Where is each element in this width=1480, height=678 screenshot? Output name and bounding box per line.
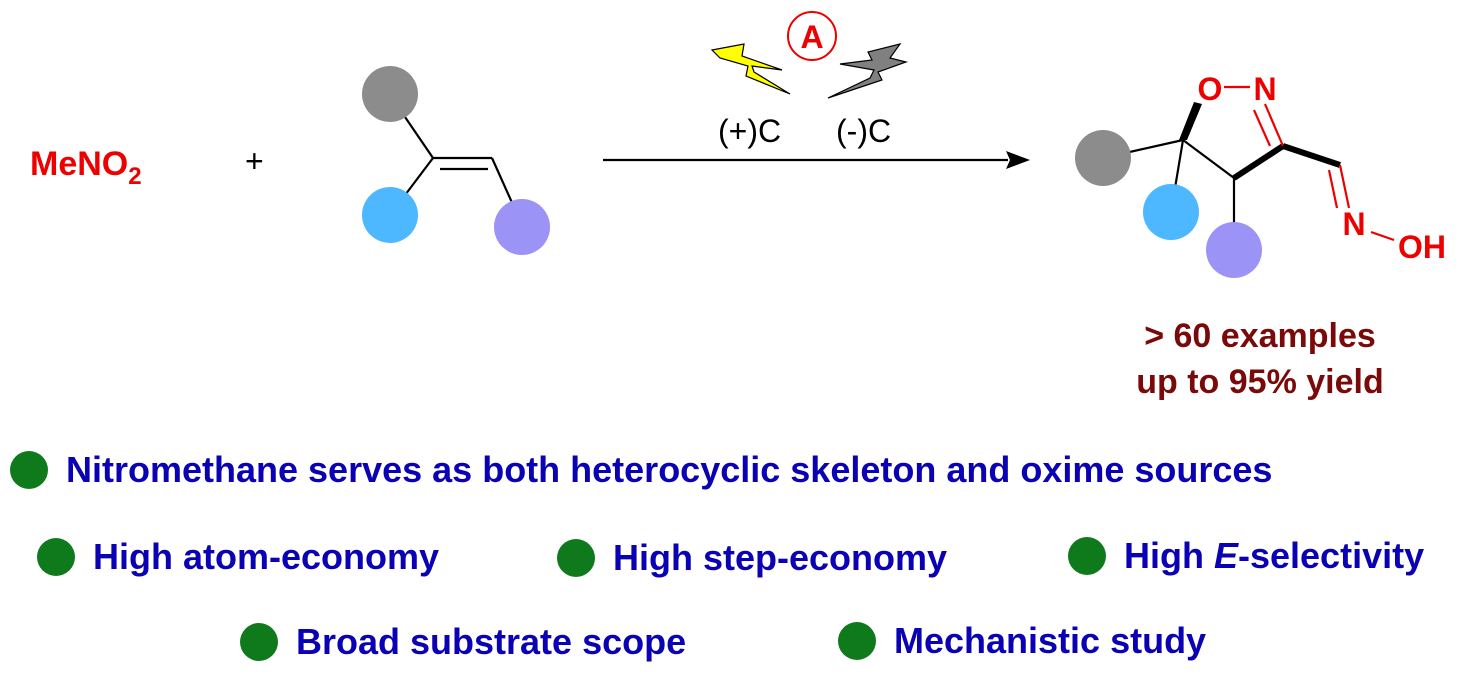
bold-bond-c3-ch (1282, 143, 1341, 168)
double-bond-ch-n-outer (1338, 164, 1351, 209)
green-bullet-icon (557, 539, 595, 577)
atom-oxime-nitrogen: N (1342, 206, 1365, 242)
electricity-badge-icon (787, 11, 837, 61)
cathode-label: (-)C (836, 113, 891, 149)
feature-text: High atom-economy (93, 536, 440, 577)
feature-text: Nitromethane serves as both heterocyclic… (66, 449, 1273, 490)
green-bullet-icon (838, 622, 876, 660)
bold-bond-c4-c3 (1232, 143, 1285, 181)
substituent-purple (494, 199, 550, 255)
product-substituent-purple (1206, 222, 1262, 278)
feature-mechanistic-study: Mechanistic study (838, 620, 1206, 662)
feature-text: Broad substrate scope (296, 621, 687, 662)
green-bullet-icon (1068, 537, 1106, 575)
feature-atom-economy: High atom-economy (37, 536, 439, 578)
atom-ring-nitrogen: N (1253, 71, 1276, 107)
reaction-conditions: A (+)C (-)C (603, 11, 1030, 169)
product-substituent-grey (1075, 130, 1131, 186)
feature-text: Mechanistic study (894, 620, 1207, 661)
reaction-scheme: MeNO2 + A (+)C (-)C (30, 11, 1446, 401)
lightning-bolt-grey-icon (827, 43, 909, 99)
double-bond-n-c3-outer (1263, 103, 1285, 147)
plus-sign: + (245, 143, 264, 179)
feature-nitromethane-dual-role: Nitromethane serves as both heterocyclic… (10, 449, 1272, 491)
feature-substrate-scope: Broad substrate scope (240, 621, 686, 663)
double-bond-n-c3-inner (1252, 109, 1272, 147)
lightning-bolt-yellow-icon (710, 43, 791, 95)
bond-c5-c4 (1182, 139, 1235, 179)
wedge-bond-c5-o (1179, 102, 1202, 140)
substituent-cyan (362, 187, 418, 243)
atom-ring-oxygen: O (1198, 71, 1223, 107)
feature-text: High step-economy (613, 537, 948, 578)
bond-n-oh (1370, 230, 1395, 242)
feature-step-economy: High step-economy (557, 537, 947, 579)
result-yield: up to 95% yield (1136, 363, 1384, 401)
feature-e-selectivity: High E-selectivity (1068, 535, 1424, 577)
feature-text: High E-selectivity (1124, 535, 1425, 576)
product-isoxazoline-oxime: O N N OH (1075, 71, 1446, 278)
product-substituent-cyan (1143, 184, 1199, 240)
green-bullet-icon (240, 623, 278, 661)
substituent-grey (362, 66, 418, 122)
reagent-nitromethane: MeNO2 (30, 145, 142, 190)
atom-hydroxyl: OH (1398, 229, 1446, 265)
double-bond-ch-n-inner (1327, 169, 1339, 209)
anode-label: (+)C (718, 113, 781, 149)
electricity-badge-label: A (800, 19, 823, 55)
green-bullet-icon (37, 538, 75, 576)
alkene-substrate (362, 66, 550, 255)
result-examples: > 60 examples (1144, 317, 1376, 355)
green-bullet-icon (10, 451, 48, 489)
reaction-arrow-head (1006, 151, 1030, 169)
